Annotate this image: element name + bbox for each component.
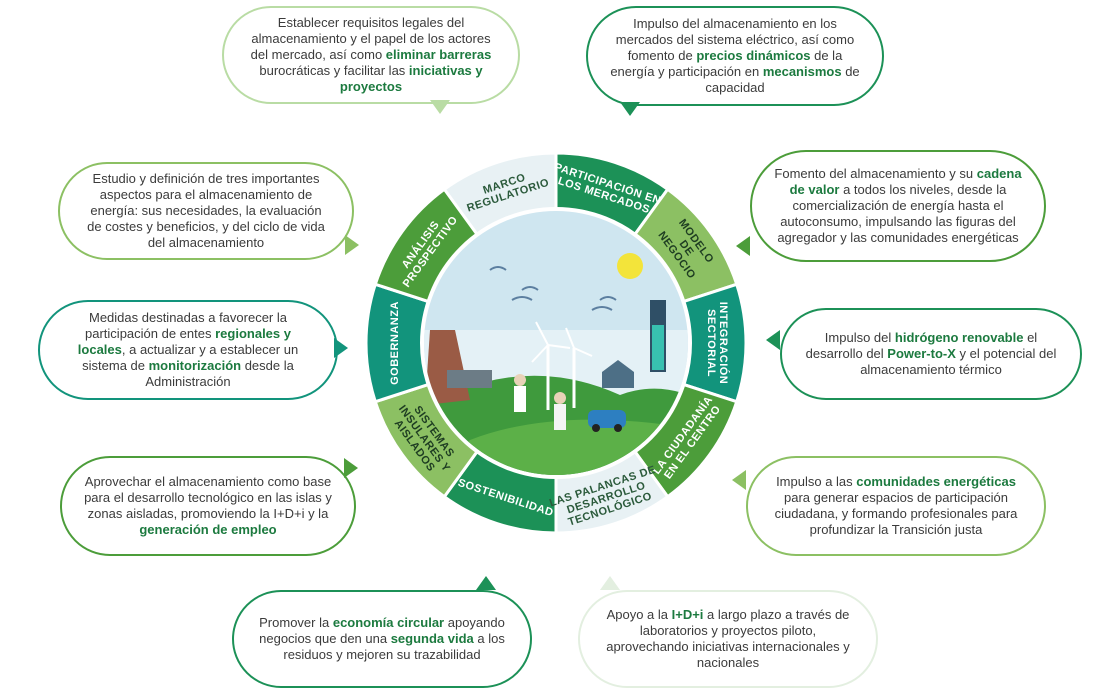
bubble-gobernanza: Medidas destinadas a favorecer la partic…	[38, 300, 338, 400]
wheel-label-integracion: INTEGRACIÓNSECTORIAL	[705, 302, 730, 385]
house-icon	[602, 360, 634, 388]
bubble-marco-regulatorio: Establecer requisitos legales del almace…	[222, 6, 520, 104]
person-icon	[514, 374, 526, 386]
bubble-modelo-negocio: Fomento del almacenamiento y su cadena d…	[750, 150, 1046, 262]
bubble-analisis-prospectivo: Estudio y definición de tres importantes…	[58, 162, 354, 260]
bubble-ciudadania: Impulso a las comunidades energéticas pa…	[746, 456, 1046, 556]
bubble-palancas-tecnologico: Apoyo a la I+D+i a largo plazo a través …	[578, 590, 878, 688]
wheel-label-gobernanza: GOBERNANZA	[389, 301, 401, 385]
sun-icon	[617, 253, 643, 279]
wind-gust-icon	[511, 286, 539, 301]
bubble-integracion-sectorial: Impulso del hidrógeno renovable el desar…	[780, 308, 1082, 400]
bubble-sostenibilidad: Promover la economía circular apoyando n…	[232, 590, 532, 688]
bubble-participacion-mercados: Impulso del almacenamiento en los mercad…	[586, 6, 884, 106]
bubble-sistemas-insulares: Aprovechar el almacenamiento como base p…	[60, 456, 356, 556]
car-icon	[588, 410, 626, 428]
